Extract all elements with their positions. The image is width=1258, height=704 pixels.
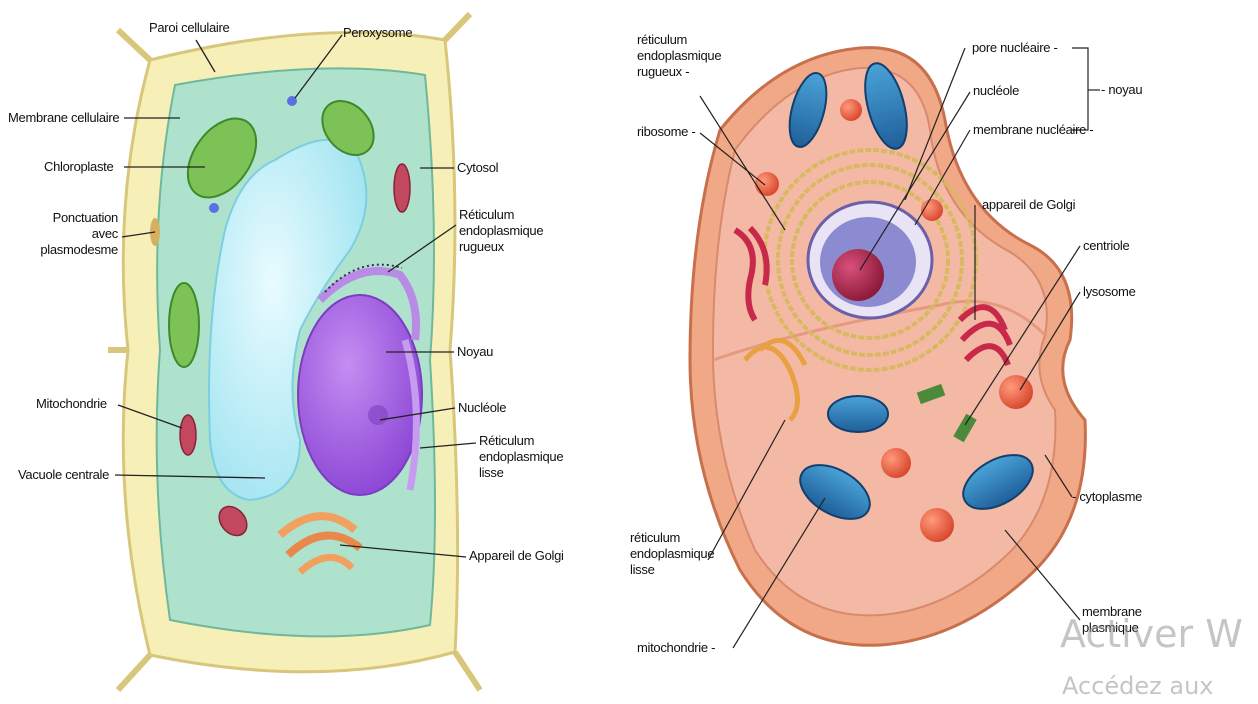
label-animal-rer-line3: rugueux - bbox=[637, 64, 721, 80]
label-chloroplaste: Chloroplaste bbox=[44, 159, 113, 175]
plant-nucleus bbox=[298, 295, 422, 495]
label-lysosome: lysosome bbox=[1083, 284, 1136, 300]
label-cytosol: Cytosol bbox=[457, 160, 498, 176]
animal-lysosome bbox=[999, 375, 1033, 409]
label-plant-rer-line1: Réticulum bbox=[459, 207, 543, 223]
label-cytoplasme: - cytoplasme bbox=[1072, 489, 1142, 505]
label-noyau-bracket: - noyau bbox=[1101, 82, 1142, 98]
label-ponctuation-plasmodesme: Ponctuation avec plasmodesme bbox=[22, 210, 118, 258]
label-plant-ser-line3: lisse bbox=[479, 465, 563, 481]
label-mitochondrie: Mitochondrie bbox=[36, 396, 107, 412]
label-plant-rer: Réticulum endoplasmique rugueux bbox=[459, 207, 543, 255]
label-plant-rer-line3: rugueux bbox=[459, 239, 543, 255]
label-vacuole-centrale: Vacuole centrale bbox=[18, 467, 109, 483]
label-plant-ser-line1: Réticulum bbox=[479, 433, 563, 449]
label-animal-golgi: appareil de Golgi bbox=[982, 197, 1075, 213]
activation-watermark-title: Activer W bbox=[1060, 612, 1243, 656]
label-animal-nucleole: nucléole bbox=[973, 83, 1019, 99]
label-ponctuation-line3: plasmodesme bbox=[22, 242, 118, 258]
plant-cell bbox=[108, 14, 480, 690]
label-animal-ser-line1: réticulum bbox=[630, 530, 714, 546]
plant-chloroplast bbox=[169, 283, 199, 367]
label-ponctuation-line2: avec bbox=[22, 226, 118, 242]
label-plant-rer-line2: endoplasmique bbox=[459, 223, 543, 239]
label-peroxysome: Peroxysome bbox=[343, 25, 412, 41]
label-animal-rer-line2: endoplasmique bbox=[637, 48, 721, 64]
plant-peroxisome bbox=[209, 203, 219, 213]
label-membrane-cellulaire: Membrane cellulaire bbox=[8, 110, 119, 126]
plant-nucleolus bbox=[368, 405, 388, 425]
label-pore-nucleaire: pore nucléaire - bbox=[972, 40, 1058, 56]
label-animal-ser-line3: lisse bbox=[630, 562, 714, 578]
activation-watermark-subtitle: Accédez aux bbox=[1062, 672, 1214, 700]
label-plant-golgi: Appareil de Golgi bbox=[469, 548, 564, 564]
label-noyau: Noyau bbox=[457, 344, 493, 360]
label-ponctuation-line1: Ponctuation bbox=[22, 210, 118, 226]
label-paroi-cellulaire: Paroi cellulaire bbox=[149, 20, 229, 36]
animal-nucleolus bbox=[832, 249, 884, 301]
label-animal-rer: réticulum endoplasmique rugueux - bbox=[637, 32, 721, 80]
animal-lysosome bbox=[840, 99, 862, 121]
animal-mitochondrion bbox=[828, 396, 888, 432]
plant-mitochondrion bbox=[180, 415, 196, 455]
animal-lysosome bbox=[881, 448, 911, 478]
label-centriole: centriole bbox=[1083, 238, 1129, 254]
label-animal-ser: réticulum endoplasmique lisse bbox=[630, 530, 714, 578]
label-plant-ser: Réticulum endoplasmique lisse bbox=[479, 433, 563, 481]
label-animal-rer-line1: réticulum bbox=[637, 32, 721, 48]
label-nucleole: Nucléole bbox=[458, 400, 506, 416]
plant-mitochondrion bbox=[394, 164, 410, 212]
animal-lysosome bbox=[920, 508, 954, 542]
label-animal-mitochondrie: mitochondrie - bbox=[637, 640, 715, 656]
animal-lysosome bbox=[755, 172, 779, 196]
label-ribosome: ribosome - bbox=[637, 124, 695, 140]
label-animal-ser-line2: endoplasmique bbox=[630, 546, 714, 562]
label-plant-ser-line2: endoplasmique bbox=[479, 449, 563, 465]
label-membrane-nucleaire: membrane nucléaire - bbox=[973, 122, 1093, 138]
